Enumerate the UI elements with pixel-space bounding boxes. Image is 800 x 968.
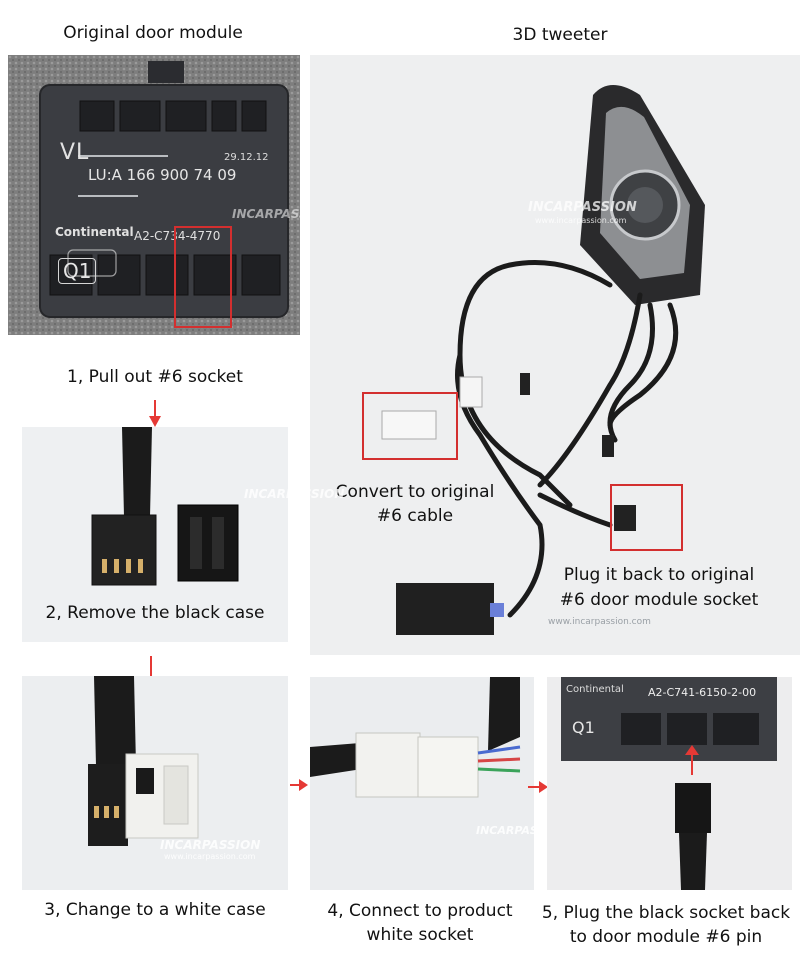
step5-slot-label: Q1 bbox=[572, 718, 595, 737]
step4-watermark: INCARPASSION bbox=[476, 824, 569, 837]
step3-watermark: INCARPASSION bbox=[160, 838, 261, 852]
tweeter-harness-photo bbox=[310, 55, 800, 655]
module-code: A2-C734-4770 bbox=[134, 229, 221, 243]
watermark-brand-tweeter: INCARPASSION bbox=[528, 200, 637, 215]
module-slot-label: Q1 bbox=[58, 258, 97, 284]
step3-caption: 3, Change to a white case bbox=[44, 900, 266, 920]
step1-down-arrow bbox=[149, 400, 161, 427]
step2-caption: 2, Remove the black case bbox=[45, 603, 265, 623]
plug-annotation-line2: #6 door module socket bbox=[559, 590, 759, 610]
tweeter-heading: 3D tweeter bbox=[512, 25, 608, 45]
door-module-photo bbox=[8, 55, 300, 335]
step3-to-step4-arrow bbox=[290, 779, 308, 791]
module-side-label: VL bbox=[60, 140, 90, 165]
door-socket-connector-highlight bbox=[610, 484, 683, 551]
module-maker: Continental bbox=[55, 225, 134, 239]
step2-photo bbox=[22, 427, 288, 642]
convert-annotation-line2: #6 cable bbox=[376, 506, 454, 526]
watermark-brand: INCARPASSION bbox=[232, 207, 333, 221]
door-module-heading: Original door module bbox=[63, 23, 243, 43]
step4-caption-line2: white socket bbox=[366, 925, 474, 945]
plug-annotation-line1: Plug it back to original bbox=[563, 565, 755, 585]
convert-connector-highlight bbox=[362, 392, 458, 460]
step4-photo bbox=[310, 677, 534, 890]
step4-caption-line1: 4, Connect to product bbox=[327, 901, 513, 921]
step5-module-maker: Continental bbox=[566, 684, 624, 695]
step4-to-step5-arrow bbox=[528, 781, 548, 793]
step5-caption-line1: 5, Plug the black socket back bbox=[541, 903, 791, 923]
watermark-url-bottom: www.incarpassion.com bbox=[548, 617, 651, 627]
module-date: 29.12.12 bbox=[224, 152, 269, 163]
module-part-number: LU:A 166 900 74 09 bbox=[88, 166, 237, 184]
step3-photo bbox=[22, 676, 288, 890]
step5-up-arrow bbox=[685, 745, 699, 775]
convert-annotation-line1: Convert to original bbox=[335, 482, 495, 502]
step5-caption-line2: to door module #6 pin bbox=[569, 927, 763, 947]
watermark-url-tweeter: www.incarpassion.com bbox=[535, 216, 627, 225]
step1-caption: 1, Pull out #6 socket bbox=[67, 367, 243, 387]
step3-watermark-url: www.incarpassion.com bbox=[164, 852, 256, 861]
step2-watermark: INCARPASSION bbox=[244, 487, 345, 501]
socket-6-highlight bbox=[174, 226, 232, 328]
step5-module-code: A2-C741-6150-2-00 bbox=[648, 686, 757, 699]
step5-photo bbox=[547, 677, 792, 890]
